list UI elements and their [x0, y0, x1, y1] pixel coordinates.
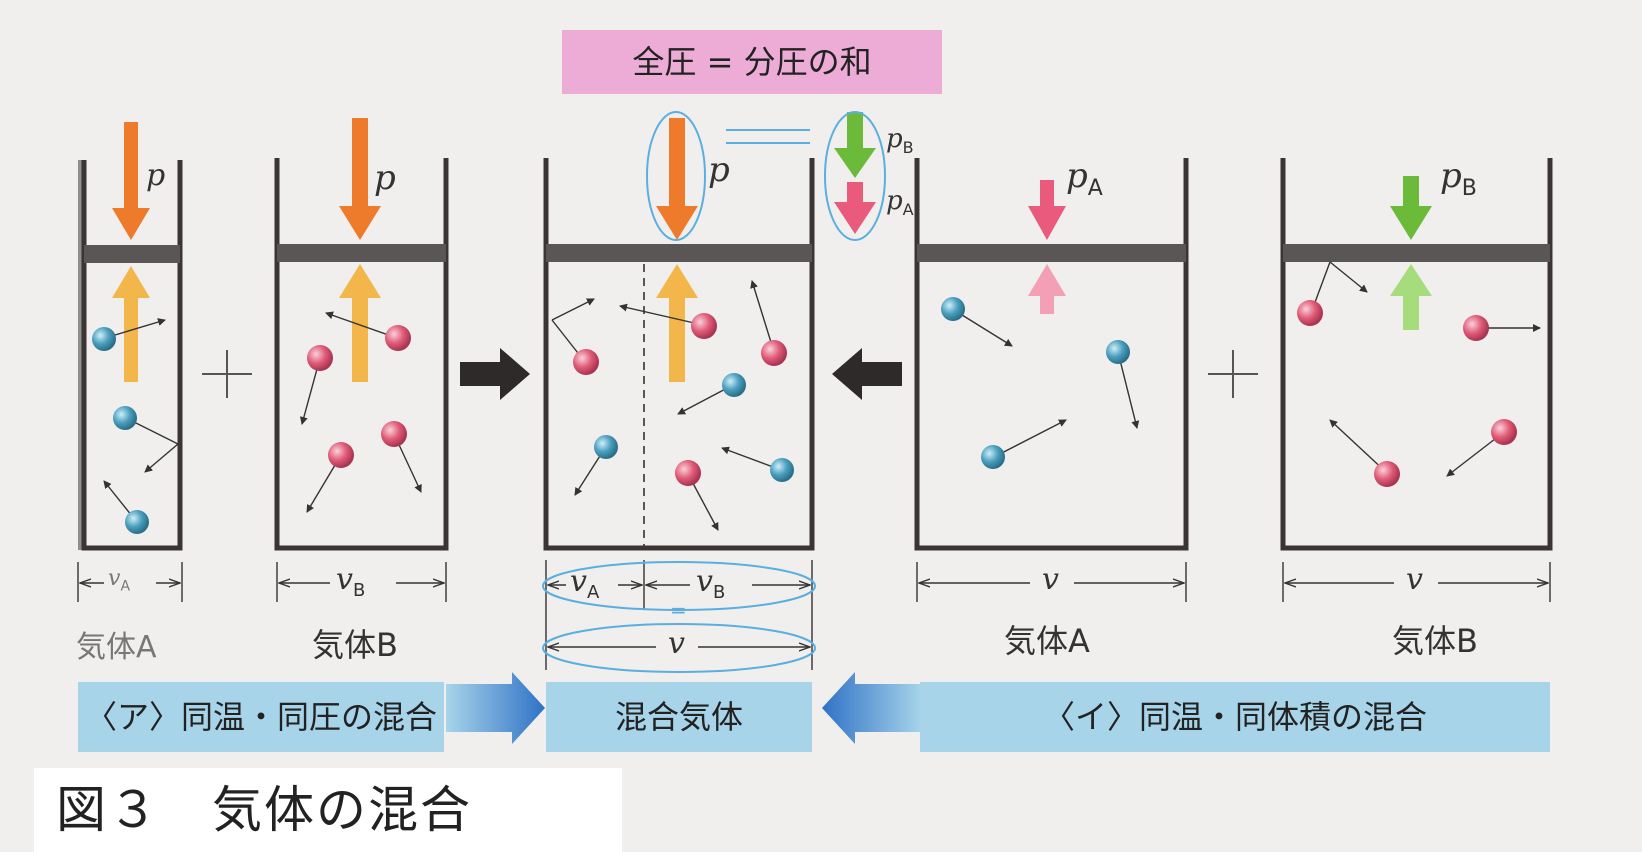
total-pressure-label: 全圧 = 分圧の和 — [562, 30, 942, 94]
molecule-b — [573, 349, 599, 375]
volume-a-label: vA — [108, 566, 131, 595]
pressure-arrow-down — [112, 122, 150, 240]
molecule-b — [1491, 419, 1517, 445]
pressure-label: p — [708, 150, 730, 190]
banner-arrow-left — [822, 672, 922, 744]
molecule-b — [1463, 315, 1489, 341]
container-gas-a-right — [914, 158, 1189, 551]
mix-arrow-left — [832, 348, 902, 400]
banner-arrow-right — [446, 672, 545, 744]
volume-equals-sign: = — [670, 598, 687, 622]
pressure-label: p — [146, 158, 166, 193]
molecule-b — [761, 340, 787, 366]
dimension-lines — [77, 560, 1551, 670]
pressure-arrow-up — [1028, 264, 1066, 314]
molecule-a — [113, 406, 137, 430]
molecule-b — [328, 442, 354, 468]
banner-mixed-gas: 混合気体 — [546, 682, 812, 752]
pressure-arrow-up — [339, 264, 381, 382]
pressure-label: p — [374, 158, 396, 198]
piston — [1283, 244, 1550, 262]
gas-b-label: 気体B — [1392, 622, 1478, 660]
piston — [84, 245, 180, 263]
pressure-arrow-down — [1028, 180, 1066, 240]
mix-arrow-right — [460, 348, 530, 400]
pressure-arrow-up — [656, 264, 698, 382]
molecule-a — [981, 445, 1005, 469]
gas-a-label: 気体A — [1004, 622, 1090, 660]
partial-pressure-ellipse — [824, 111, 886, 241]
banner-same-volume: 〈イ〉同温・同体積の混合 — [920, 682, 1550, 752]
volume-label: v — [1406, 562, 1423, 597]
banner-same-pressure: 〈ア〉同温・同圧の混合 — [78, 682, 444, 752]
pressure-arrow-down — [339, 118, 381, 240]
pressure-arrow-down — [1390, 176, 1432, 240]
molecule-a — [594, 435, 618, 459]
piston — [917, 244, 1186, 262]
molecule-b — [1374, 461, 1400, 487]
container-gas-b-left — [274, 158, 449, 551]
molecule-a — [722, 373, 746, 397]
total-pressure-ellipse — [646, 111, 706, 241]
piston — [277, 244, 446, 262]
molecule-a — [770, 458, 794, 482]
volume-label: v — [1042, 562, 1059, 597]
pressure-arrow-up — [1390, 264, 1432, 330]
molecule-a — [1106, 340, 1130, 364]
container-gas-b-right — [1280, 158, 1553, 551]
molecule-a — [941, 297, 965, 321]
piston — [546, 244, 812, 262]
molecule-a — [92, 327, 116, 351]
container-gas-a-left — [78, 160, 183, 551]
mixed-volume-a-label: vA — [570, 564, 600, 603]
molecule-b — [691, 313, 717, 339]
molecule-b — [307, 345, 333, 371]
molecules — [92, 261, 1541, 534]
plus-sign — [1208, 350, 1258, 398]
molecule-b — [675, 460, 701, 486]
volume-sum-ellipse — [542, 561, 816, 611]
gas-b-label: 気体B — [312, 626, 398, 664]
volume-total-ellipse — [542, 623, 816, 673]
molecule-b — [385, 325, 411, 351]
volume-b-label: vB — [336, 562, 366, 601]
plus-sign — [202, 350, 252, 398]
figure-caption: 図３ 気体の混合 — [34, 768, 622, 852]
partial-pressure-b-label: pB — [886, 124, 914, 158]
mixed-volume-b-label: vB — [696, 564, 726, 603]
molecule-b — [1297, 300, 1323, 326]
partial-pressure-b-arrow — [834, 112, 876, 178]
pressure-b-label: pB — [1440, 156, 1477, 201]
pressure-a-label: pA — [1066, 156, 1103, 201]
molecule-b — [381, 421, 407, 447]
pressure-arrow-down — [656, 118, 698, 240]
partial-pressure-a-label: pA — [886, 186, 914, 220]
partial-pressure-a-arrow — [834, 182, 876, 234]
mixed-total-volume-label: v — [668, 626, 685, 661]
gas-a-label: 気体A — [76, 630, 157, 665]
pressure-arrow-up — [112, 266, 150, 382]
molecule-a — [125, 510, 149, 534]
